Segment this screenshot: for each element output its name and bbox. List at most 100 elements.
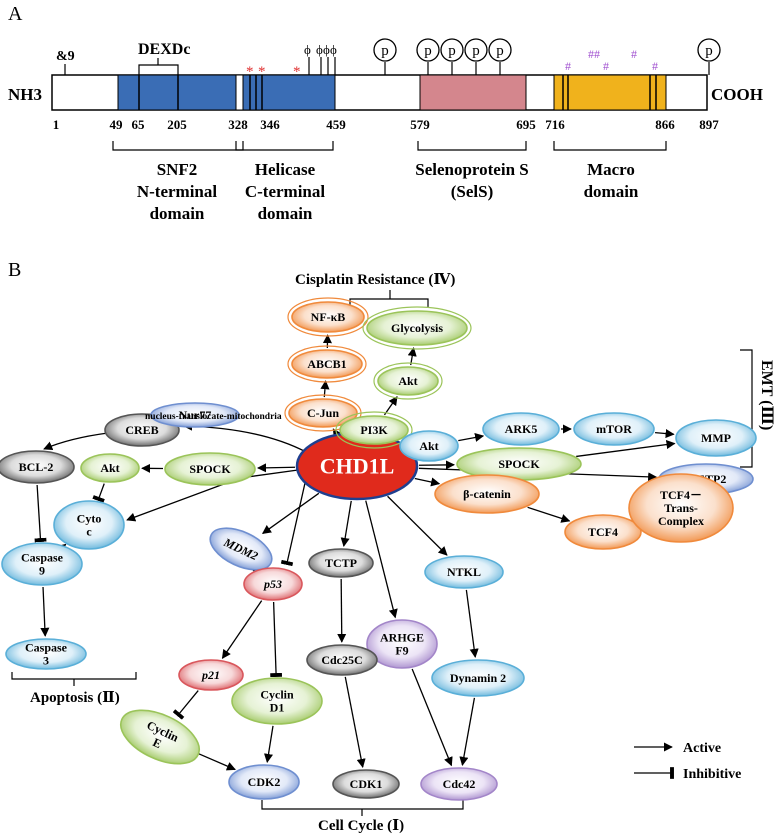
macro-domain-box <box>553 74 667 111</box>
node-label-akt_left: Akt <box>100 461 119 475</box>
svg-text:ϕ: ϕ <box>304 42 311 57</box>
pathway-edge <box>654 429 675 439</box>
domain-label-line: C-terminal <box>245 182 326 201</box>
node-label-tctp: TCTP <box>325 556 357 570</box>
node-label-akt_right: Akt <box>419 439 438 453</box>
node-cjun: C-Jun <box>284 394 362 432</box>
position-number: 65 <box>132 117 146 132</box>
node-nfkb: NF-κB <box>287 297 369 337</box>
sels-domain-box <box>419 74 527 111</box>
position-number: 1 <box>53 117 60 132</box>
svg-text:ϕ: ϕ <box>316 42 323 57</box>
node-cdc42: Cdc42 <box>420 767 498 801</box>
domain-label-line: SNF2 <box>157 160 198 179</box>
node-glycolysis: Glycolysis <box>362 306 472 350</box>
phosphorylation-symbol: p <box>424 43 432 59</box>
node-nur77: Nur77 <box>150 402 240 428</box>
cell-cycle-label: Cell Cycle (Ⅰ) <box>318 818 404 834</box>
phosphorylation-circle <box>464 38 488 62</box>
svg-text:Active: Active <box>683 741 721 756</box>
pathway-edge <box>465 589 479 658</box>
legend: Active Inhibitive <box>634 741 741 782</box>
purple-hash-mark: # <box>652 59 658 73</box>
node-label-cyclind1: Cyclin <box>260 688 294 702</box>
node-label-cjun: C-Jun <box>307 406 339 420</box>
c-terminus-label: COOH <box>711 85 763 104</box>
node-label-cdk2: CDK2 <box>248 775 281 789</box>
node-label-tcf4: TCF4 <box>588 525 618 539</box>
pathway-edge <box>221 600 263 659</box>
pathway-edge <box>257 463 296 473</box>
svg-text:Inhibitive: Inhibitive <box>683 767 741 782</box>
node-p21: p21 <box>178 659 244 691</box>
apoptosis-label: Apoptosis (Ⅱ) <box>30 690 120 706</box>
pathway-edge <box>193 751 236 771</box>
pathway-edge <box>264 725 274 763</box>
node-ark5: ARK5 <box>482 412 560 446</box>
node-label-abcb1: ABCB1 <box>307 357 346 371</box>
pathway-edge <box>527 506 571 523</box>
pathway-edge <box>387 495 448 556</box>
position-number: 866 <box>655 117 675 132</box>
pathway-edge <box>261 492 320 534</box>
node-label-cyto: c <box>86 525 92 539</box>
pathway-edge <box>337 578 347 643</box>
purple-hash-mark: # <box>603 59 609 73</box>
node-label-bcat: β-catenin <box>463 487 511 501</box>
node-label-casp9: Caspase <box>21 551 64 565</box>
domain-label-line: Helicase <box>255 160 316 179</box>
node-label-nfkb: NF-κB <box>311 310 346 324</box>
pathway-edge <box>576 440 676 458</box>
position-number: 205 <box>167 117 187 132</box>
node-center: CHD1L <box>295 431 419 501</box>
phosphorylation-circle <box>697 38 721 62</box>
position-number: 49 <box>110 117 124 132</box>
node-label-casp3: Caspase <box>25 641 68 655</box>
phosphorylation-symbol: p <box>381 43 389 59</box>
node-label-spock_left: SPOCK <box>189 462 231 476</box>
node-label-casp3: 3 <box>43 654 49 668</box>
node-mtor: mTOR <box>573 412 655 446</box>
node-label-akt_top: Akt <box>398 374 417 388</box>
domain-label-line: Selenoprotein S <box>415 160 529 179</box>
domain-label-line: Macro <box>587 160 635 179</box>
helicase-domain-box <box>242 74 336 111</box>
node-label-arhgef9: ARHGE <box>380 631 424 645</box>
acetylation-marks: ϕ ϕ ϕ ϕ <box>304 42 337 75</box>
node-dynamin2: Dynamin 2 <box>431 659 525 697</box>
node-label-mtor: mTOR <box>596 422 632 436</box>
pathway-edge <box>34 484 47 543</box>
emt-label: EMT (Ⅲ) <box>758 360 775 430</box>
node-pi3k: PI3K <box>335 411 413 449</box>
node-mmp: MMP <box>675 419 757 457</box>
pathway-edge <box>459 697 476 766</box>
node-spock_right: SPOCK <box>456 447 582 481</box>
svg-text:ϕ: ϕ <box>323 42 330 57</box>
domain-labels: SNF2N-terminaldomainHelicaseC-terminaldo… <box>137 160 639 223</box>
phosphorylation-circle <box>440 38 464 62</box>
svg-text:*: * <box>258 64 266 80</box>
pathway-edge <box>270 601 283 678</box>
nur77-note: nucleus-translocate-mitochondria <box>145 412 282 422</box>
svg-text:ϕ: ϕ <box>330 42 337 57</box>
node-tctp: TCTP <box>308 548 374 578</box>
phosphorylation-symbol: p <box>448 43 456 59</box>
pathway-edge <box>92 483 105 503</box>
node-mdm2: MDM2 <box>209 527 273 571</box>
red-mark-group: * * * <box>246 64 301 80</box>
dexdc-motif-label: DEXDc <box>138 41 190 58</box>
node-label-cyclind1: D1 <box>270 701 285 715</box>
node-cdk2: CDK2 <box>228 764 300 800</box>
position-number: 897 <box>699 117 719 132</box>
panel-b-label: B <box>8 259 21 281</box>
phosphorylation-circle <box>416 38 440 62</box>
pathway-edge <box>407 347 417 366</box>
